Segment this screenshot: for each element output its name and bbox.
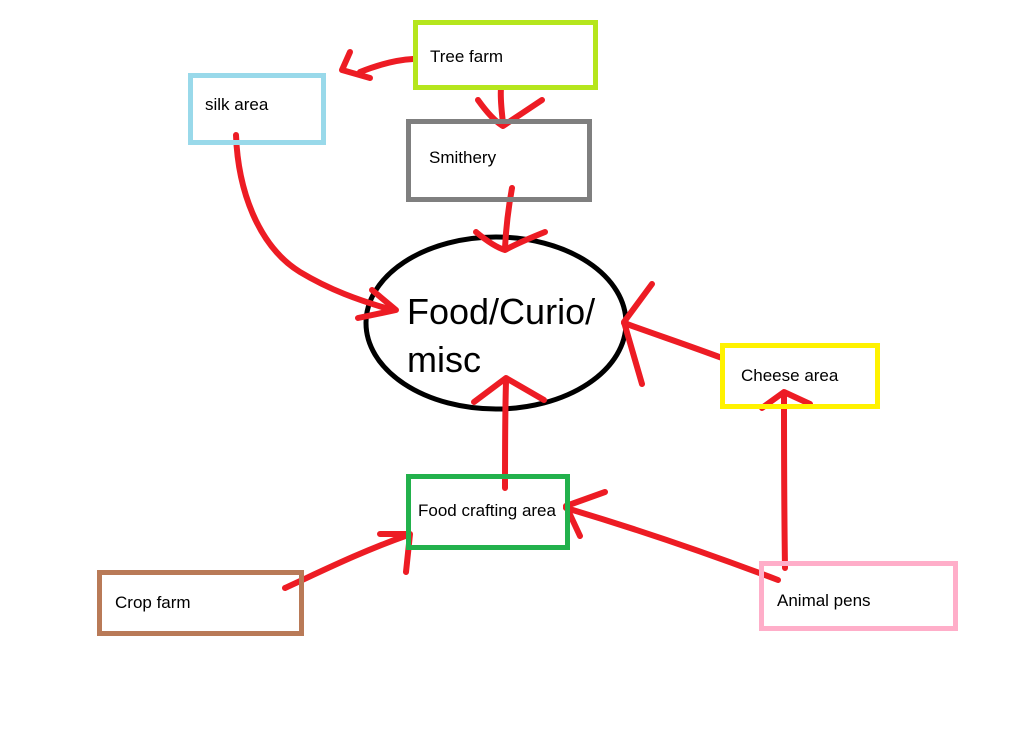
arrow-cheese-to-center	[621, 320, 725, 361]
center-label: Food/Curio/ misc	[407, 288, 637, 384]
arrow-animal-to-cheese	[781, 391, 788, 571]
arrowhead-smithery-to-center	[473, 229, 548, 253]
arrow-tree-to-silk	[357, 56, 416, 75]
arrowhead-cheese-to-center	[621, 281, 655, 387]
crop-farm-label: Crop farm	[115, 593, 191, 612]
arrowhead-silk-to-center	[355, 287, 399, 321]
arrow-silk-to-center	[233, 132, 395, 313]
center-label-line-1: Food/Curio/	[407, 291, 596, 332]
center-label-line-2: misc	[407, 339, 481, 380]
arrowhead-tree-to-smithery	[475, 97, 545, 129]
arrowhead-tree-to-silk	[339, 49, 373, 81]
tree-farm-node: Tree farm	[413, 20, 598, 90]
food-crafting-area-node: Food crafting area	[406, 474, 570, 550]
arrowhead-food-to-center	[471, 375, 547, 405]
food-crafting-area-label: Food crafting area	[418, 501, 556, 520]
arrow-food-to-center	[502, 379, 509, 491]
smithery-label: Smithery	[429, 148, 497, 167]
animal-pens-node: Animal pens	[759, 561, 958, 631]
arrowhead-animal-to-cheese	[759, 389, 813, 411]
arrow-crop-to-food	[282, 532, 411, 591]
silk-area-node: silk area	[188, 73, 326, 145]
arrow-animal-to-food	[563, 505, 781, 583]
crop-farm-node: Crop farm	[97, 570, 304, 636]
cheese-area-label: Cheese area	[741, 366, 839, 385]
cheese-area-node: Cheese area	[720, 343, 880, 409]
smithery-node: Smithery	[406, 119, 592, 202]
tree-farm-label: Tree farm	[430, 47, 504, 66]
animal-pens-label: Animal pens	[777, 591, 871, 610]
silk-area-label: silk area	[205, 95, 269, 114]
arrow-smithery-to-center	[502, 185, 515, 251]
